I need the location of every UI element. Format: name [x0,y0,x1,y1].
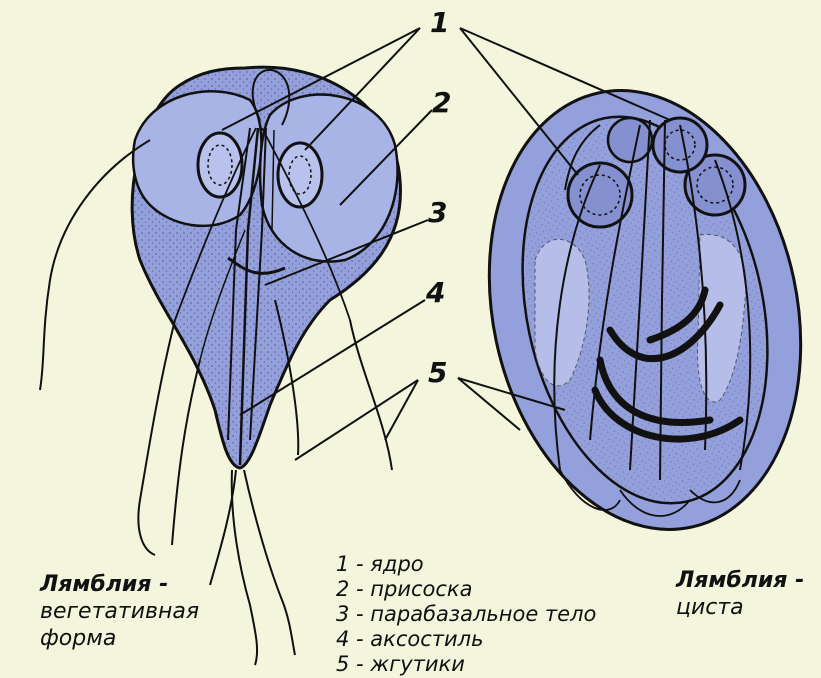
cyst-form [450,61,821,559]
callout-3: 3 [428,196,447,229]
caption-cyst: Лямблия - циста [676,567,804,621]
nucleus-left [198,133,242,197]
caption-vegetative-line2: вегетативная [40,598,199,625]
nucleus-right [278,143,322,207]
caption-cyst-dash: - [787,568,804,593]
callout-2: 2 [432,86,451,119]
caption-vegetative-title: Лямблия [40,572,151,597]
legend: 1 - ядро 2 - присоска 3 - парабазальное … [336,552,596,677]
caption-vegetative-dash: - [151,572,168,597]
legend-item-axostyle: 4 - аксостиль [336,627,596,652]
legend-item-flagella: 5 - жгутики [336,652,596,677]
caption-cyst-line2: циста [676,594,804,621]
caption-cyst-title: Лямблия [676,568,787,593]
legend-item-parabasal-body: 3 - парабазальное тело [336,602,596,627]
callout-1: 1 [430,6,449,39]
callout-4: 4 [426,276,445,309]
callout-5: 5 [428,356,447,389]
caption-vegetative-line3: форма [40,625,199,652]
legend-item-sucker: 2 - присоска [336,577,596,602]
caption-vegetative: Лямблия - вегетативная форма [40,571,199,652]
legend-item-nucleus: 1 - ядро [336,552,596,577]
